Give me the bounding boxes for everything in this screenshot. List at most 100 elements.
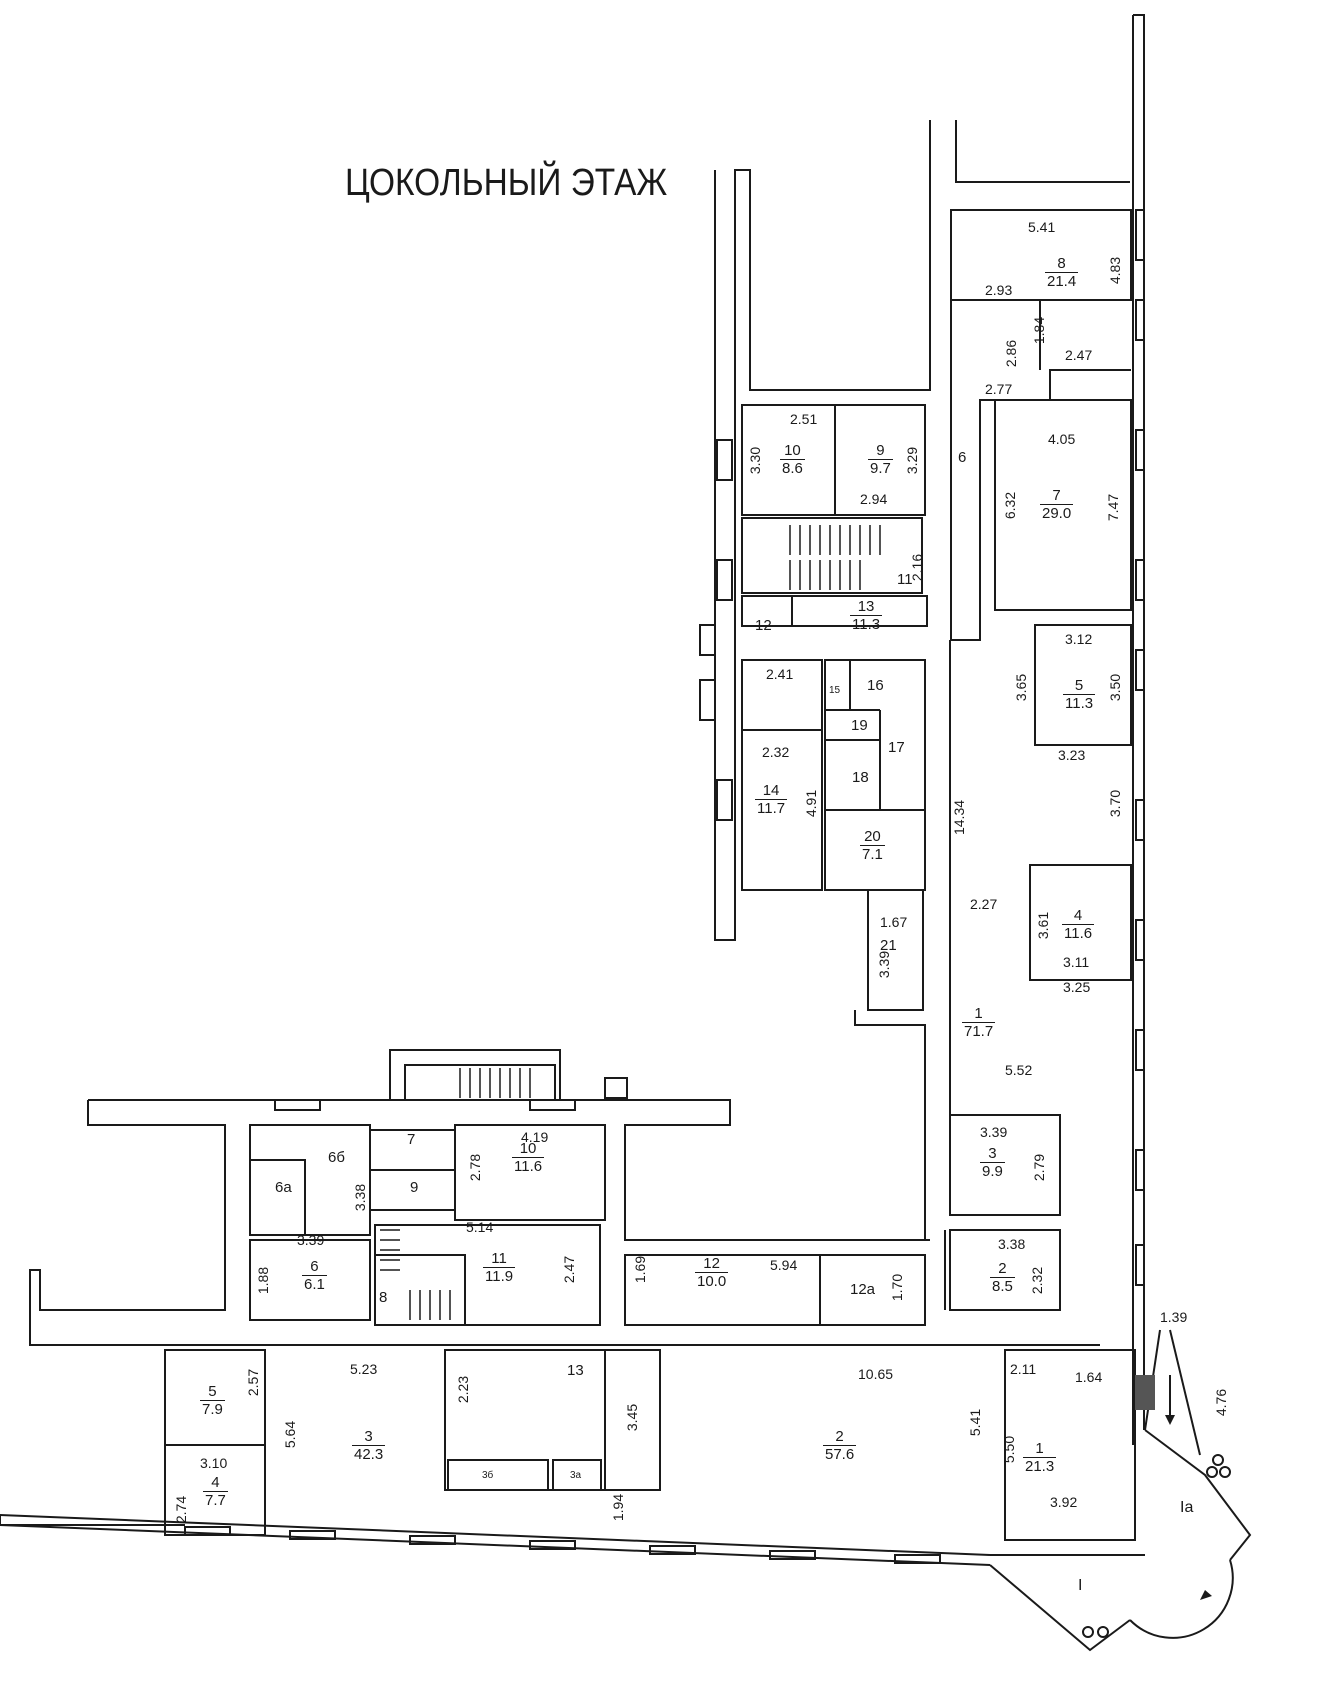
room-tag-15: 15 [829,685,841,696]
room-tag-3b: 3б [482,1470,494,1481]
room-tag-9: 9 [410,1179,419,1196]
dim: 2.16 [909,553,926,582]
right-wing-walls [714,14,1145,1445]
dim: 14.34 [951,799,968,836]
entrance-ia: Iа [1180,1499,1194,1516]
dim: 2.86 [1003,339,1020,368]
dim: 3.92 [1050,1494,1078,1510]
dim: 3.45 [624,1403,641,1432]
dim: 2.57 [245,1368,262,1397]
dim: 3.39 [297,1232,325,1248]
dim: 2.47 [561,1255,578,1284]
dim: 3.29 [904,446,921,475]
dim: 2.32 [1029,1266,1046,1295]
room-tag-12: 12 [755,617,772,634]
dim: 2.93 [985,282,1013,298]
room-tag-16: 16 [867,677,884,694]
dim: 1.84 [1031,316,1048,345]
dim: 5.52 [1005,1062,1033,1078]
dim: 2.79 [1031,1153,1048,1182]
dim: 2.78 [467,1153,484,1182]
dim: 4.05 [1048,431,1076,447]
dim: 3.38 [998,1236,1026,1252]
dim: 1.70 [889,1273,906,1302]
entrance-markers [1082,1375,1231,1638]
dim: 3.23 [1058,747,1086,763]
dim: 3.39 [876,950,893,979]
dim: 2.51 [790,411,818,427]
room-tag-6b: 6б [328,1149,345,1166]
dim: 2.11 [1010,1361,1037,1377]
dim: 1.94 [610,1493,627,1522]
room-tag-7: 7 [407,1131,416,1148]
dim: 5.41 [1028,219,1056,235]
dim: 2.23 [455,1375,472,1404]
room-tag-8: 8 [379,1289,388,1306]
dim: 3.65 [1013,673,1030,702]
dim: 5.64 [282,1420,299,1449]
dim: 3.12 [1065,631,1093,647]
stairs [380,525,1155,1410]
lower-wing-walls [0,1049,1252,1652]
dim: 5.41 [967,1408,984,1437]
floor-title: ЦОКОЛЬНЫЙ ЭТАЖ [345,162,668,204]
dim: 2.32 [762,744,790,760]
dim: 3.30 [747,446,764,475]
dim: 3.39 [980,1124,1008,1140]
dim: 4.83 [1107,256,1124,285]
room-tag-18: 18 [852,769,869,786]
dim: 1.67 [880,914,908,930]
dim: 5.50 [1001,1435,1018,1464]
room-tag-17: 17 [888,739,905,756]
room-tag-3a: 3а [570,1470,582,1481]
dim: 4.91 [803,789,820,818]
dim: 7.47 [1105,493,1122,522]
room-tag-19: 19 [851,717,868,734]
dim: 1.64 [1075,1369,1103,1385]
dim: 1.39 [1160,1309,1188,1325]
room-tag-13: 13 [567,1362,584,1379]
dim: 4.76 [1213,1388,1230,1417]
dim: 1.69 [632,1255,649,1284]
dim: 3.11 [1063,954,1090,970]
windows [184,209,1145,1564]
room-tag-21: 21 [880,937,897,954]
dim: 3.25 [1063,979,1091,995]
room-tag-12a: 12а [850,1281,876,1298]
dim: 5.23 [350,1361,378,1377]
dim: 2.41 [766,666,794,682]
dim: 6.32 [1002,491,1019,520]
dim: 2.27 [970,896,998,912]
dim: 1.88 [255,1266,272,1295]
dim: 5.94 [770,1257,798,1273]
dim: 3.61 [1035,911,1052,940]
dim: 2.47 [1065,347,1093,363]
room-tag-6a: 6а [275,1179,292,1196]
dim: 10.65 [858,1366,894,1382]
dim: 3.38 [352,1183,369,1212]
entrance-i: I [1078,1577,1083,1594]
dim: 3.50 [1107,673,1124,702]
dim: 2.77 [985,381,1013,397]
dim: 3.70 [1107,789,1124,818]
dim: 4.19 [521,1129,549,1145]
